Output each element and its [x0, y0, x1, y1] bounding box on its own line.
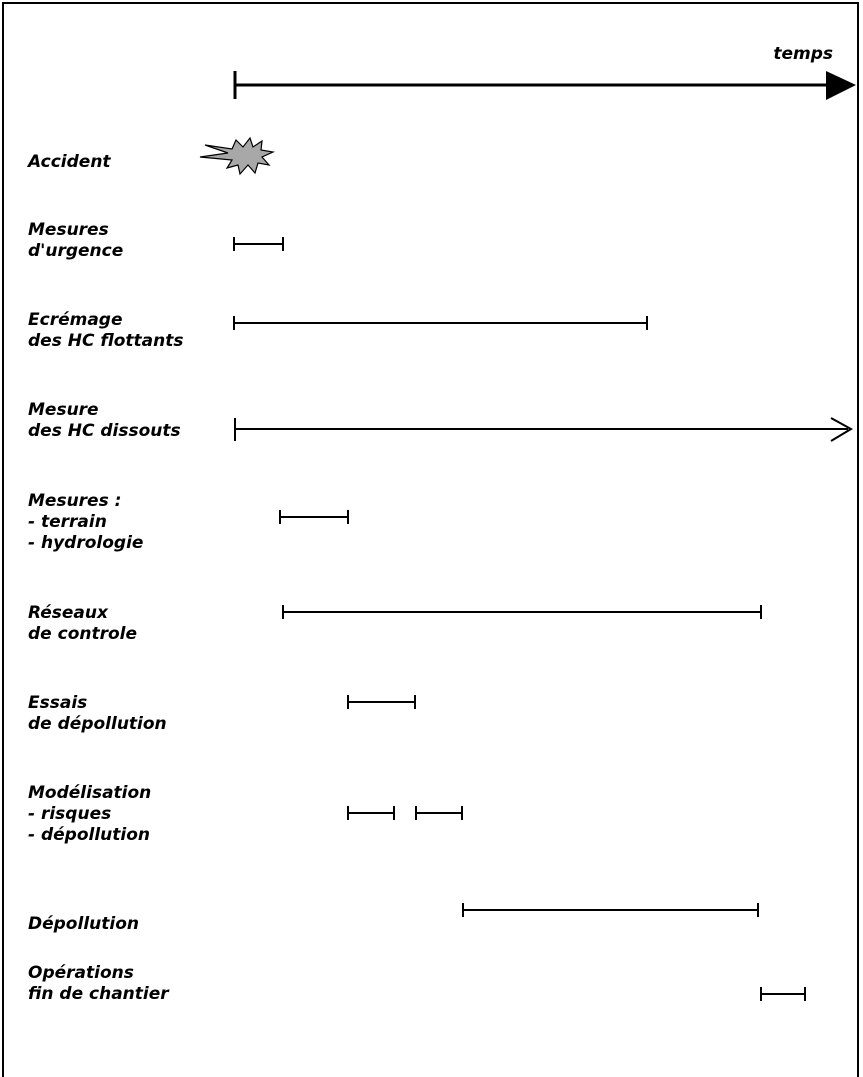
- row-label-accident: Accident: [28, 152, 111, 173]
- label-line: Modélisation: [28, 783, 152, 803]
- bar-reseaux: [282, 605, 762, 619]
- label-line: de dépollution: [28, 714, 167, 734]
- label-line: - terrain: [28, 512, 107, 532]
- label-line: Mesures: [28, 220, 109, 240]
- bar-depollution: [462, 903, 759, 917]
- label-line: - dépollution: [28, 825, 151, 845]
- label-line: des HC flottants: [28, 331, 184, 351]
- explosion-icon: [199, 136, 276, 176]
- open-arrow-icon: [830, 417, 854, 442]
- bar-ecremage: [233, 316, 648, 330]
- label-line: Accident: [28, 152, 111, 172]
- label-line: Réseaux: [28, 603, 108, 623]
- label-line: Essais: [28, 693, 88, 713]
- time-axis-label: temps: [773, 44, 833, 64]
- label-line: - hydrologie: [28, 533, 144, 553]
- label-line: Ecrémage: [28, 310, 123, 330]
- bar-modelisation-depollution: [415, 806, 463, 820]
- label-line: - risques: [28, 804, 112, 824]
- row-label-essais: Essais de dépollution: [28, 693, 167, 735]
- row-label-modelisation: Modélisation - risques - dépollution: [28, 783, 151, 846]
- axis-arrowhead-icon: [826, 71, 856, 100]
- row-label-mesure-hc-dissouts: Mesure des HC dissouts: [28, 400, 181, 442]
- bar-mesures-urgence: [233, 237, 284, 251]
- row-label-mesures-terrain: Mesures : - terrain - hydrologie: [28, 491, 143, 554]
- bar-operations: [760, 987, 806, 1001]
- label-line: Opérations: [28, 963, 134, 983]
- row-label-depollution: Dépollution: [28, 914, 139, 935]
- bar-mesures-terrain: [279, 510, 349, 524]
- bar-essais: [347, 695, 416, 709]
- row-label-reseaux: Réseaux de controle: [28, 603, 137, 645]
- bar-modelisation-risques: [347, 806, 395, 820]
- label-line: fin de chantier: [28, 984, 169, 1004]
- label-line: d'urgence: [28, 241, 124, 261]
- row-label-mesures-urgence: Mesures d'urgence: [28, 220, 123, 262]
- row-label-operations: Opérations fin de chantier: [28, 963, 169, 1005]
- label-line: Dépollution: [28, 914, 139, 934]
- label-line: Mesure: [28, 400, 99, 420]
- label-line: Mesures :: [28, 491, 122, 511]
- bar-mesure-hc-dissouts: [234, 417, 854, 442]
- label-line: de controle: [28, 624, 138, 644]
- row-label-ecremage: Ecrémage des HC flottants: [28, 310, 184, 352]
- time-axis: [233, 71, 856, 100]
- label-line: des HC dissouts: [28, 421, 181, 441]
